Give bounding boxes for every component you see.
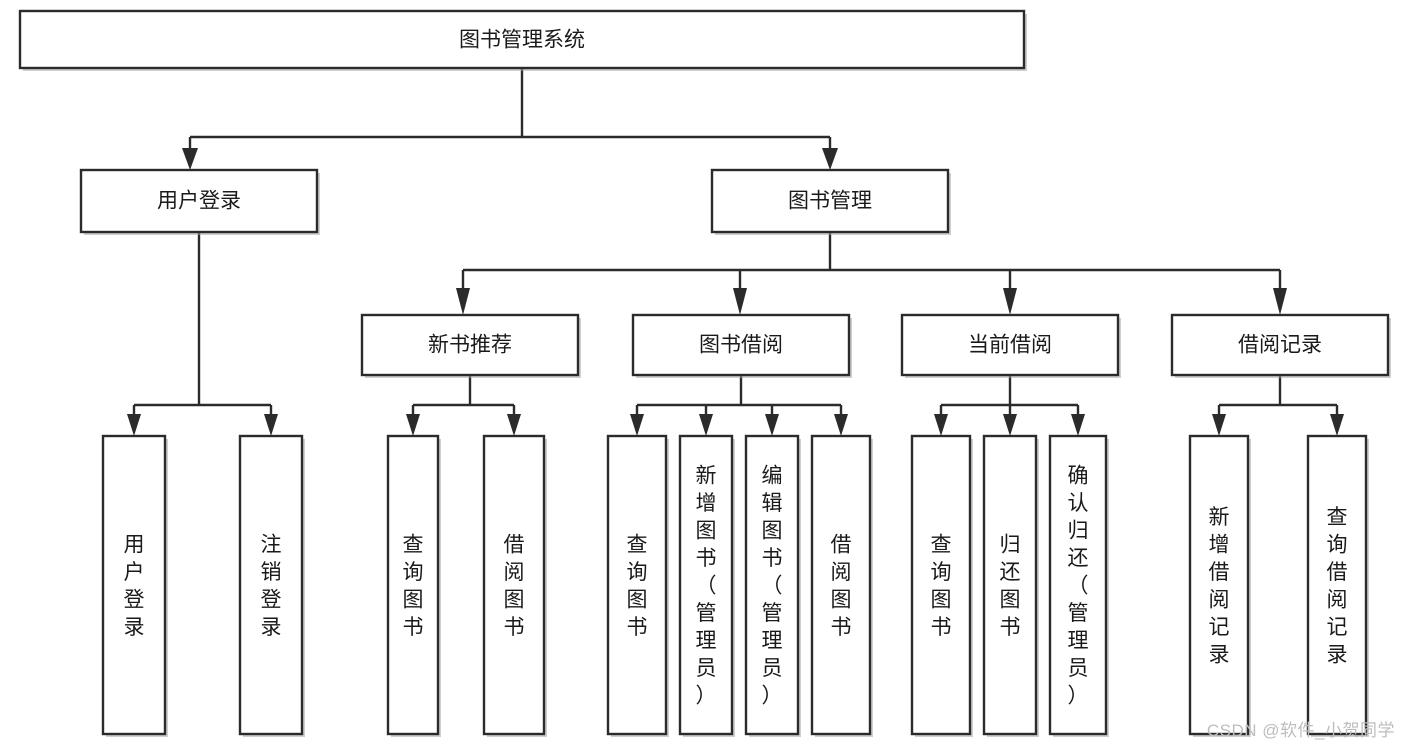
arrow-head-nb-2 [507,414,521,436]
book-management-box [710,168,950,234]
leaf-add-book-admin[interactable]: 新增图书（管理员） [678,434,735,737]
book-borrow-box [631,313,851,377]
leaf-label: 新增借阅记录 [1209,506,1230,667]
root-box [18,9,1026,70]
node-book-management[interactable]: 图书管理 [710,168,951,235]
arrow-head-bw-1 [630,414,644,436]
root-label: 图书管理系统 [459,29,585,52]
arrow-head-newbook [456,288,470,315]
leaf-query-book-borrow[interactable]: 查询图书 [606,434,669,737]
borrow-record-label: 借阅记录 [1238,334,1322,357]
leaf-label: 查询图书 [931,533,952,639]
node-book-borrow[interactable]: 图书借阅 [631,313,852,378]
leaf-query-borrow-record[interactable]: 查询借阅记录 [1306,434,1369,737]
connectors-newbook-to-leaves [406,375,521,436]
arrow-head-borrow [733,288,747,315]
arrow-head-cb-2 [1003,414,1017,436]
leaf-box [482,434,546,736]
arrow-head-book-mgmt [822,148,838,170]
leaf-box [101,434,167,736]
arrow-head-bw-3 [765,414,779,436]
user-login-box [79,168,319,234]
arrow-head-rc-1 [1212,414,1226,436]
leaf-box [910,434,972,736]
arrow-head-nb-1 [406,414,420,436]
leaf-user-login[interactable]: 用户登录 [101,434,168,737]
user-login-label: 用户登录 [157,190,241,213]
leaf-label: 查询借阅记录 [1327,506,1348,667]
watermark-credit: CSDN @软件_小贺同学 [1206,721,1395,740]
connectors-current-to-leaves [934,375,1085,436]
connectors-bookmgmt-to-level3 [456,232,1287,315]
leaf-box [810,434,872,736]
current-borrow-box [900,313,1120,377]
connectors-record-to-leaves [1212,375,1344,436]
connectors-root-to-level2 [182,68,838,170]
arrow-head-bw-4 [834,414,848,436]
leaf-box [678,434,734,736]
leaf-label: 新增图书（管理员） [696,465,717,708]
leaf-box [982,434,1038,736]
leaf-borrow-book-recommend[interactable]: 借阅图书 [482,434,547,737]
node-borrow-record[interactable]: 借阅记录 [1170,313,1391,378]
leaf-box [744,434,800,736]
arrow-head-record [1273,288,1287,315]
arrow-head-cb-1 [934,414,948,436]
leaf-label: 查询图书 [403,533,424,639]
current-borrow-label: 当前借阅 [968,334,1052,357]
leaf-box [238,434,304,736]
leaf-label: 借阅图书 [504,533,525,639]
new-book-recommend-label: 新书推荐 [428,334,512,357]
leaf-label: 用户登录 [124,533,145,639]
node-new-book-recommend[interactable]: 新书推荐 [360,313,581,378]
leaf-label: 编辑图书（管理员） [762,465,783,708]
leaf-edit-book-admin[interactable]: 编辑图书（管理员） [744,434,801,737]
leaf-box [606,434,668,736]
leaf-query-book-recommend[interactable]: 查询图书 [386,434,441,737]
book-borrow-label: 图书借阅 [699,334,783,357]
leaf-box [1306,434,1368,736]
leaf-label: 查询图书 [627,533,648,639]
leaf-confirm-return-admin[interactable]: 确认归还（管理员） [1048,434,1109,737]
arrow-head-leaf-userlogin [127,414,141,436]
book-management-label: 图书管理 [788,190,872,213]
node-user-login[interactable]: 用户登录 [79,168,320,235]
arrow-head-bw-2 [699,414,713,436]
leaf-label: 归还图书 [1000,533,1021,639]
arrow-head-rc-2 [1330,414,1344,436]
arrow-head-cb-3 [1071,414,1085,436]
leaf-return-book[interactable]: 归还图书 [982,434,1039,737]
leaf-query-book-current[interactable]: 查询图书 [910,434,973,737]
leaf-logout[interactable]: 注销登录 [238,434,305,737]
leaf-node-layer: 用户登录 注销登录 查询图书 借阅图书 查询图书 新增图书（管理员） 编辑图书（管理员） 借阅… [101,434,1369,737]
connectors-userlogin-to-leaves [127,232,278,436]
leaf-label: 确认归还（管理员） [1068,465,1089,708]
leaf-box [1048,434,1108,736]
leaf-borrow-book[interactable]: 借阅图书 [810,434,873,737]
leaf-box [1188,434,1250,736]
leaf-label: 注销登录 [261,533,282,639]
new-book-recommend-box [360,313,580,377]
leaf-box [386,434,440,736]
arrow-head-user-login [182,148,198,170]
arrow-head-leaf-logout [264,414,278,436]
leaf-label: 借阅图书 [831,533,852,639]
leaf-add-borrow-record[interactable]: 新增借阅记录 [1188,434,1251,737]
connectors-borrow-to-leaves [630,375,848,436]
node-current-borrow[interactable]: 当前借阅 [900,313,1121,378]
arrow-head-current [1003,288,1017,315]
node-root-system[interactable]: 图书管理系统 [18,9,1027,71]
borrow-record-box [1170,313,1390,377]
